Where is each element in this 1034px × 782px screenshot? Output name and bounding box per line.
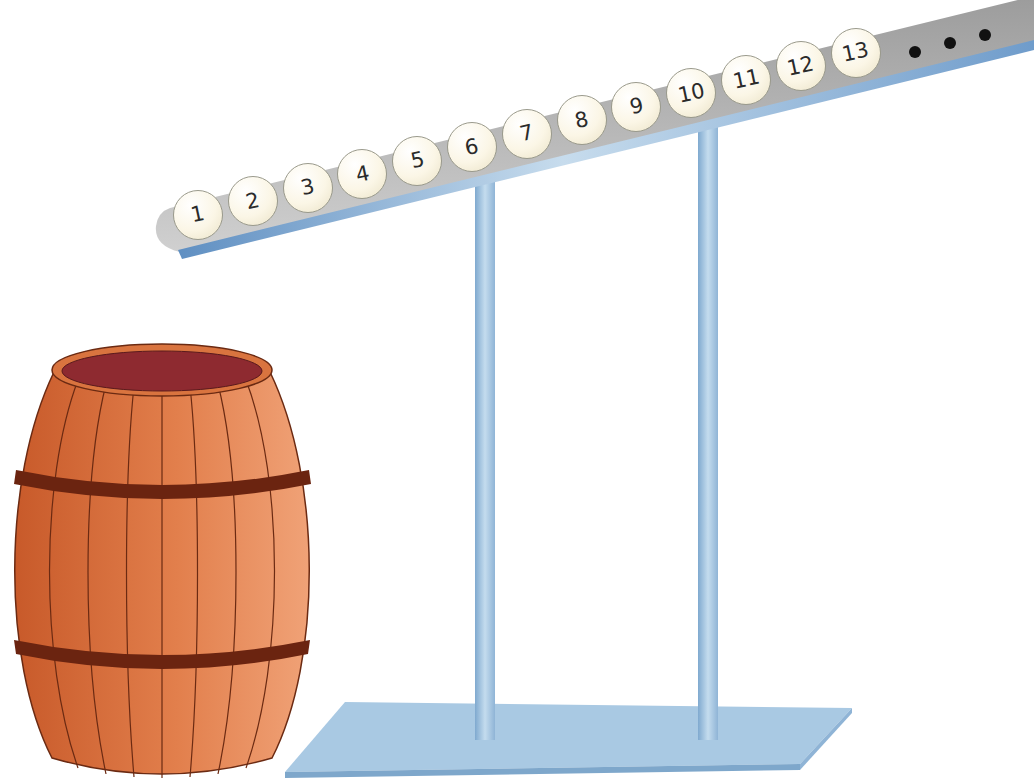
numbered-ball: 6	[447, 122, 497, 172]
numbered-ball: 4	[337, 149, 387, 199]
numbered-ball: 2	[228, 176, 278, 226]
stand-post	[475, 172, 495, 740]
continuation-dot	[944, 37, 956, 49]
ball-number: 13	[840, 40, 871, 66]
numbered-ball: 11	[721, 55, 771, 105]
barrel-hoop	[14, 470, 311, 499]
ball-number: 11	[731, 67, 762, 93]
stand-base-edge	[285, 764, 800, 778]
ramp-trough	[156, 0, 1034, 252]
numbered-ball: 8	[557, 95, 607, 145]
ramp-edge	[178, 40, 1034, 259]
numbered-ball: 13	[831, 28, 881, 78]
numbered-ball: 10	[666, 68, 716, 118]
numbered-ball: 9	[611, 82, 661, 132]
ball-number: 4	[354, 162, 371, 185]
numbered-ball: 12	[776, 41, 826, 91]
numbered-ball: 7	[502, 109, 552, 159]
barrel-rim	[52, 344, 272, 396]
barrel-staves	[50, 380, 275, 778]
ball-number: 3	[299, 176, 316, 199]
numbered-ball: 3	[283, 163, 333, 213]
ball-number: 2	[244, 189, 261, 212]
ball-number: 6	[463, 135, 480, 158]
stand-base	[285, 702, 852, 772]
ball-number: 7	[518, 122, 535, 145]
continuation-dot	[909, 46, 921, 58]
continuation-dot	[979, 29, 991, 41]
stand-base-side	[800, 708, 852, 770]
numbered-ball: 1	[173, 190, 223, 240]
barrel-opening	[62, 351, 262, 391]
ball-number: 9	[628, 95, 645, 118]
numbered-ball: 5	[392, 136, 442, 186]
ball-number: 8	[573, 109, 590, 132]
ball-number: 5	[408, 149, 425, 172]
stand-post	[698, 117, 718, 740]
barrel-hoop	[14, 640, 310, 669]
ball-number: 12	[786, 53, 817, 79]
ball-number: 1	[189, 203, 206, 226]
ball-number: 10	[676, 80, 707, 106]
